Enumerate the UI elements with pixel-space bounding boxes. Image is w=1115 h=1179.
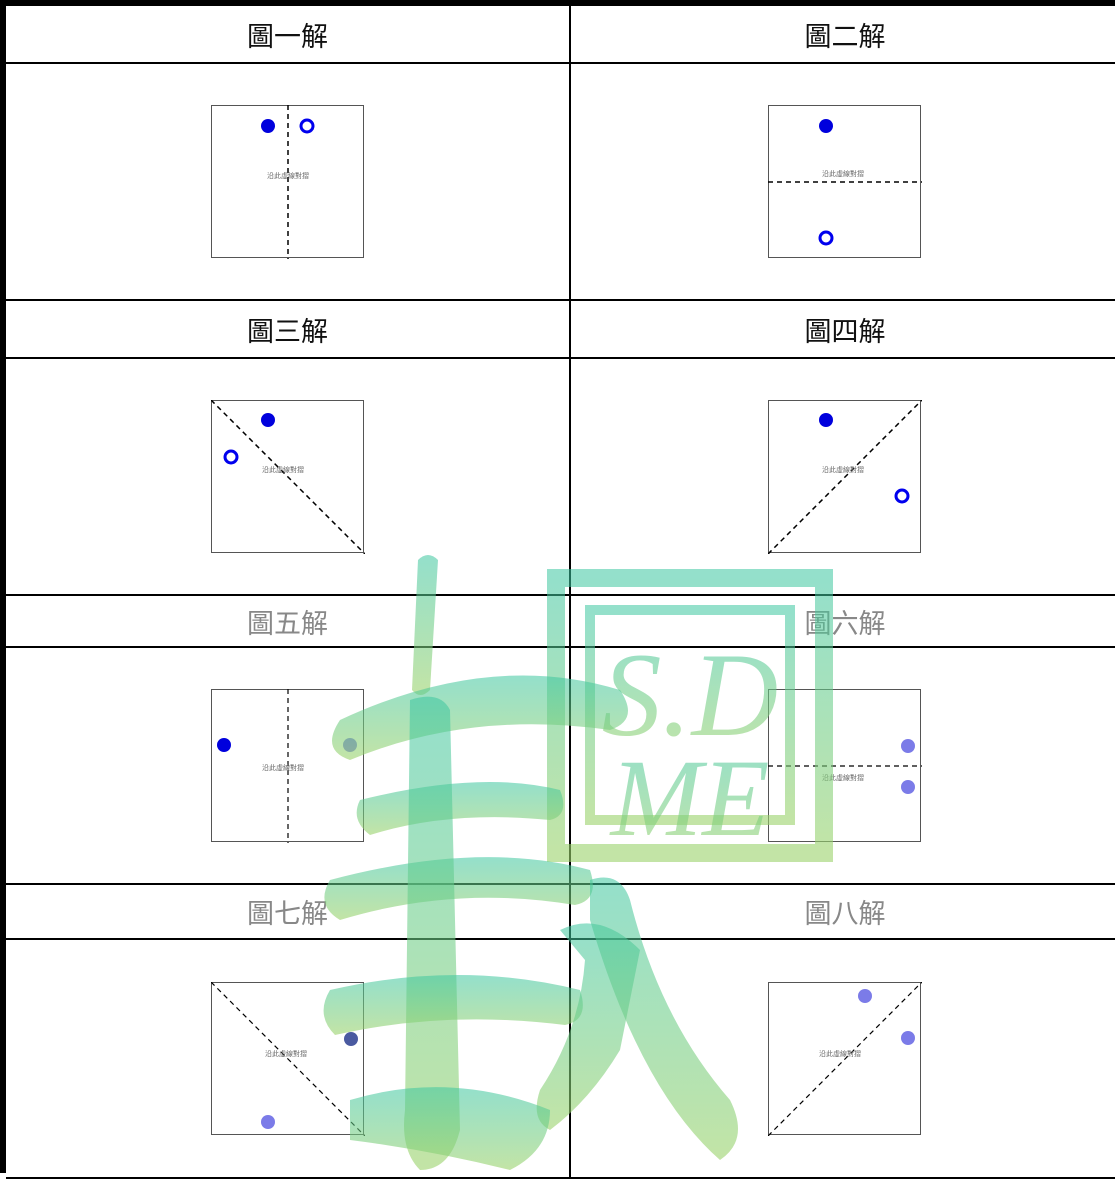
- filled-dot: [260, 412, 275, 427]
- header-fig7: 圖七解: [6, 885, 571, 940]
- mirror-dot: [342, 737, 357, 752]
- header-fig4: 圖四解: [571, 301, 1115, 359]
- figure-3: 沿此虛線對摺: [210, 399, 365, 554]
- figure-cell-4: 沿此虛線對摺: [571, 359, 1115, 596]
- figure-1: 沿此虛線對摺: [210, 104, 365, 259]
- figure-6: 沿此虛線對摺: [768, 688, 922, 843]
- ring-dot: [223, 449, 238, 464]
- figure-cell-3: 沿此虛線對摺: [6, 359, 571, 596]
- fold-label: 沿此虛線對摺: [262, 465, 304, 474]
- header-fig6: 圖六解: [571, 596, 1115, 648]
- filled-dot: [819, 118, 833, 133]
- header-fig1: 圖一解: [6, 6, 571, 64]
- filled-dot: [216, 737, 231, 752]
- mirror-dot: [858, 988, 872, 1003]
- figure-2: 沿此虛線對摺: [768, 104, 922, 259]
- figure-cell-5: 沿此虛線對摺: [6, 648, 571, 885]
- ring-dot: [299, 118, 314, 133]
- figure-8: 沿此虛線對摺: [768, 981, 922, 1136]
- filled-dot: [819, 412, 833, 427]
- figure-cell-2: 沿此虛線對摺: [571, 64, 1115, 301]
- mirror-dot: [343, 1031, 358, 1046]
- fold-label: 沿此虛線對摺: [262, 763, 304, 772]
- header-fig8: 圖八解: [571, 885, 1115, 940]
- filled-dot: [260, 118, 275, 133]
- mirror-dot: [901, 738, 915, 753]
- fold-label: 沿此虛線對摺: [822, 465, 864, 474]
- figure-cell-6: 沿此虛線對摺: [571, 648, 1115, 885]
- mirror-dot: [260, 1114, 275, 1129]
- header-fig2: 圖二解: [571, 6, 1115, 64]
- fold-label: 沿此虛線對摺: [822, 169, 864, 178]
- header-fig5: 圖五解: [6, 596, 571, 648]
- figure-4: 沿此虛線對摺: [768, 399, 922, 554]
- figure-cell-8: 沿此虛線對摺: [571, 940, 1115, 1179]
- figure-cell-7: 沿此虛線對摺: [6, 940, 571, 1179]
- figure-5: 沿此虛線對摺: [210, 688, 365, 843]
- ring-dot: [818, 230, 834, 245]
- header-fig3: 圖三解: [6, 301, 571, 359]
- mirror-dot: [901, 779, 915, 794]
- figure-7: 沿此虛線對摺: [210, 981, 365, 1136]
- mirror-dot: [901, 1030, 915, 1045]
- fold-label: 沿此虛線對摺: [822, 773, 864, 782]
- ring-dot: [894, 488, 910, 503]
- fold-label: 沿此虛線對摺: [265, 1049, 307, 1058]
- fold-label: 沿此虛線對摺: [819, 1049, 861, 1058]
- figure-cell-1: 沿此虛線對摺: [6, 64, 571, 301]
- fold-label: 沿此虛線對摺: [267, 171, 309, 180]
